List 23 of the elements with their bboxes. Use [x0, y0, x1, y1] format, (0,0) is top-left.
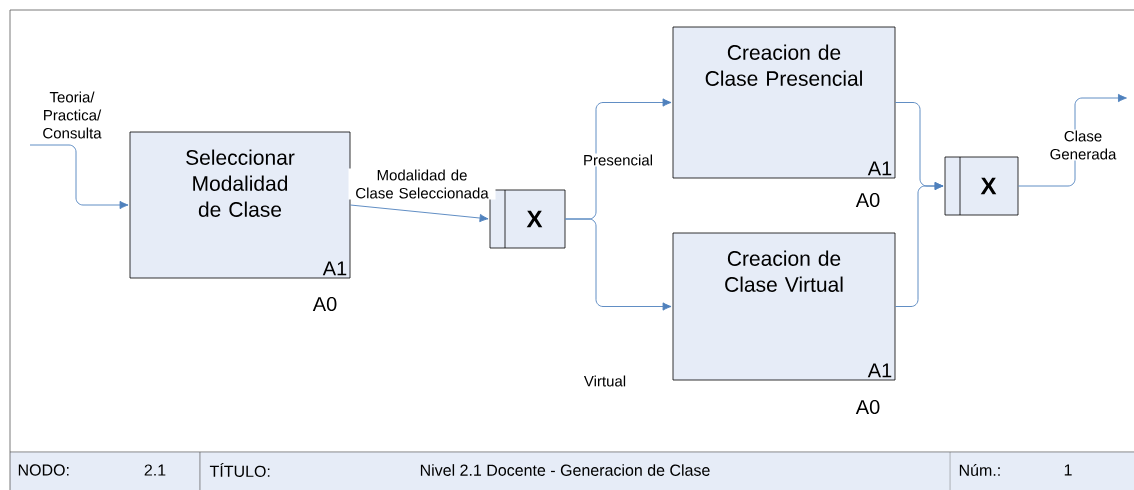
junction-box: X — [489, 189, 566, 249]
activity-box: Seleccionar Modalidad de Clase A1 — [129, 131, 351, 279]
arrow — [564, 218, 672, 311]
activity-box: Creacion de Clase Presencial A1 — [672, 26, 896, 179]
edge-label: Modalidad de Clase Seleccionada — [356, 169, 489, 199]
arrow — [349, 204, 489, 223]
table-cell: TÍTULO: — [209, 463, 270, 477]
table-cell: NODO: — [18, 464, 69, 476]
edge-label: Virtual — [583, 375, 626, 387]
table-cell: 1 — [1064, 464, 1072, 476]
node-number: A0 — [855, 192, 880, 208]
table-cell: Núm.: — [959, 464, 1000, 476]
node-number: A0 — [855, 399, 880, 415]
activity-box: Creacion de Clase Virtual A1 — [672, 232, 896, 381]
table-cell: Nivel 2.1 Docente - Generacion de Clase — [420, 464, 710, 476]
arrow — [29, 144, 129, 210]
node-number: A0 — [312, 296, 337, 312]
arrow — [894, 181, 944, 307]
edge-label: Clase Generada — [1050, 130, 1117, 160]
edge-label: Presencial — [584, 154, 652, 166]
edge-label: Teoria/ Practica/ Consulta — [43, 91, 102, 139]
junction-box: X — [944, 156, 1019, 216]
table-cell: 2.1 — [144, 464, 166, 476]
